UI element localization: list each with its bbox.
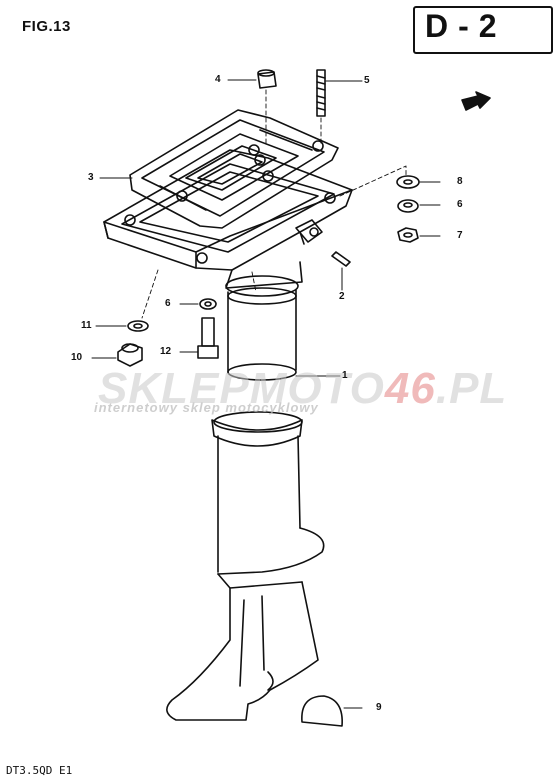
part-8-washer (396, 175, 420, 189)
part-12-bolt (197, 317, 219, 359)
callout-1: 1 (342, 370, 348, 381)
part-6-washer-left (199, 298, 217, 310)
part-5-stud (316, 69, 326, 117)
callout-12: 12 (160, 346, 172, 357)
watermark-part-c: 46 (384, 364, 436, 413)
drive-shaft-housing-upper (225, 261, 303, 381)
leader-lines (91, 79, 441, 709)
watermark-part-a: SKLEP (98, 364, 250, 413)
callout-10: 10 (71, 352, 83, 363)
part-4-collar (257, 69, 277, 89)
part-9-plug (301, 695, 343, 727)
callout-7: 7 (457, 230, 463, 241)
callout-6-right: 6 (457, 199, 463, 210)
clamp-bracket (295, 219, 323, 245)
callout-11: 11 (81, 320, 92, 331)
watermark-logo: SKLEPMOTO46.PL (98, 364, 507, 414)
part-3-gasket (129, 109, 339, 229)
watermark-tagline: internetowy sklep motocyklowy (94, 400, 319, 415)
callout-9: 9 (376, 702, 382, 713)
direction-arrow-icon (461, 91, 491, 111)
assembly-guides (141, 89, 407, 319)
part-7-nut (397, 227, 419, 243)
callout-6-left: 6 (165, 298, 171, 309)
callout-8: 8 (457, 176, 463, 187)
watermark-part-d: .PL (435, 364, 508, 413)
mounting-plate (103, 140, 353, 271)
part-10-plug-screw (117, 343, 143, 367)
watermark-part-b: MOTO (249, 364, 385, 413)
callout-4: 4 (215, 74, 221, 85)
part-1-housing (166, 411, 325, 721)
callout-3: 3 (88, 172, 94, 183)
part-11-washer (127, 320, 149, 332)
section-box (413, 6, 553, 54)
callout-2: 2 (339, 291, 345, 302)
section-label: D-2 (425, 8, 507, 44)
figure-title: FIG.13 (22, 18, 71, 35)
callout-5: 5 (364, 75, 370, 86)
part-2-pin (331, 251, 351, 267)
part-6-washer-right (397, 199, 419, 213)
model-code: DT3.5QD E1 (6, 764, 73, 777)
